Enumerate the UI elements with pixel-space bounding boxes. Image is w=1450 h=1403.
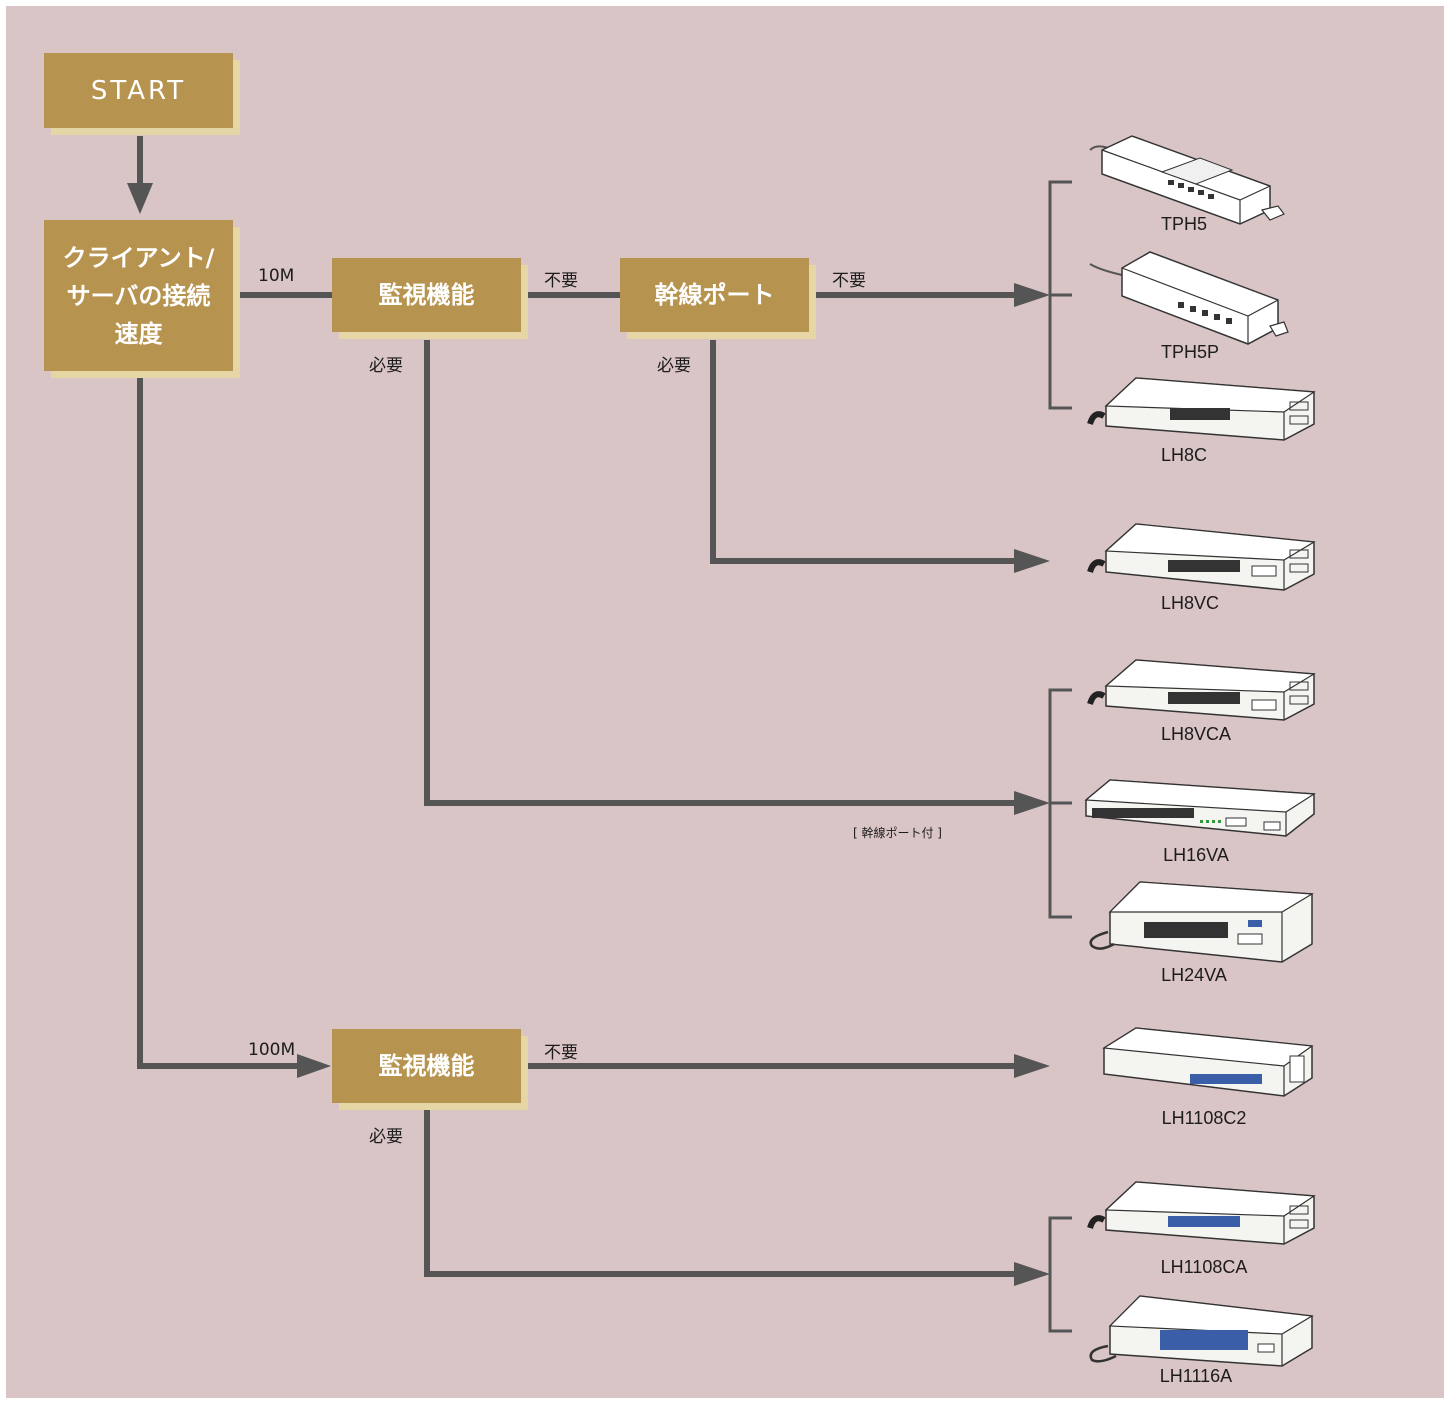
switch-box-icon (1104, 1028, 1312, 1096)
switch-box-icon (1091, 1296, 1312, 1366)
edge-label-10m: 10M (258, 266, 294, 286)
connector-trunk-yes (713, 340, 1022, 561)
product-label-lh16va: LH16VA (1126, 845, 1266, 866)
arrowhead (1014, 283, 1050, 307)
product-label-lh8vca: LH8VCA (1126, 724, 1266, 745)
product-label-lh8c: LH8C (1114, 445, 1254, 466)
switch-box-icon (1090, 378, 1314, 440)
edge-label-monitor-10m-no: 不要 (544, 266, 578, 291)
switch-box-icon (1091, 882, 1312, 962)
switch-box-icon (1090, 1182, 1314, 1244)
product-label-lh1108c2: LH1108C2 (1134, 1108, 1274, 1129)
edge-label-trunk-no: 不要 (832, 266, 866, 291)
edge-label-monitor-100m-yes: 必要 (369, 1122, 403, 1147)
arrowhead (1014, 791, 1050, 815)
decision-connection-speed: クライアント/ サーバの接続 速度 (44, 220, 233, 371)
decision-monitoring-100m-label: 監視機能 (379, 1047, 475, 1085)
edge-label-100m: 100M (248, 1040, 295, 1060)
switch-box-icon (1086, 780, 1314, 836)
arrowhead (1014, 549, 1050, 573)
product-label-tph5p: TPH5P (1120, 342, 1260, 363)
product-label-lh1108ca: LH1108CA (1134, 1257, 1274, 1278)
decision-monitoring-10m-label: 監視機能 (379, 276, 475, 314)
bracket-a-group (1050, 1218, 1072, 1331)
edge-label-monitor-100m-no: 不要 (544, 1038, 578, 1063)
start-label: START (91, 76, 186, 106)
start-box: START (44, 53, 233, 128)
edge-label-trunk-yes: 必要 (657, 351, 691, 376)
edge-label-monitor-10m-yes: 必要 (369, 351, 403, 376)
decision-monitoring-100m: 監視機能 (332, 1029, 521, 1103)
trunk-port-note: [ 幹線ポート付 ] (853, 824, 942, 841)
arrowhead (297, 1054, 331, 1078)
hub-compact-icon (1090, 252, 1288, 344)
hub-compact-icon (1090, 136, 1284, 224)
decision-trunk-port-label: 幹線ポート (655, 276, 775, 314)
product-label-lh1116a: LH1116A (1126, 1366, 1266, 1387)
connector-monitor-100m-yes (427, 1110, 1022, 1274)
decision-connection-speed-label: クライアント/ サーバの接続 速度 (63, 239, 215, 353)
switch-box-icon (1090, 660, 1314, 720)
arrowhead (127, 183, 153, 214)
product-label-tph5: TPH5 (1114, 214, 1254, 235)
product-label-lh24va: LH24VA (1124, 965, 1264, 986)
decision-monitoring-10m: 監視機能 (332, 258, 521, 332)
arrowhead (1014, 1262, 1050, 1286)
product-label-lh8vc: LH8VC (1120, 593, 1260, 614)
connector-100m (140, 375, 303, 1066)
connector-monitor-10m-yes (427, 340, 1022, 803)
decision-trunk-port: 幹線ポート (620, 258, 809, 332)
arrowhead (1014, 1054, 1050, 1078)
switch-box-icon (1090, 524, 1314, 590)
